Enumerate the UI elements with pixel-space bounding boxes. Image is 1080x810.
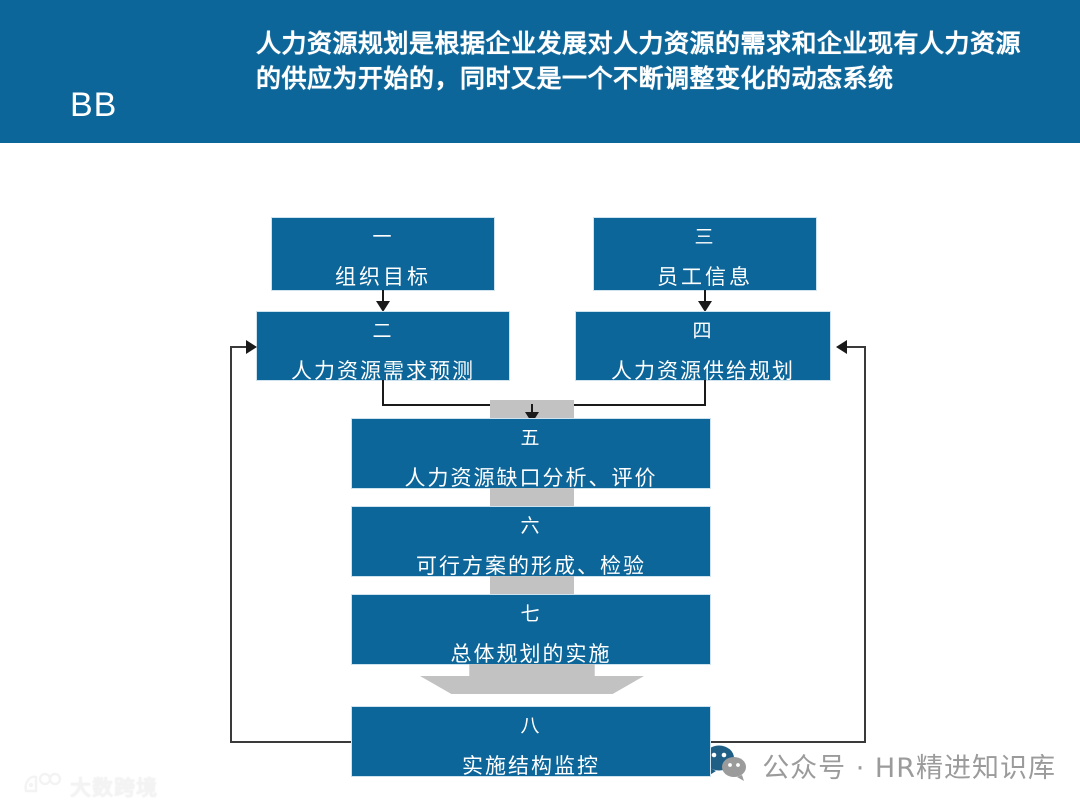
flow-node-6[interactable]: 六 可行方案的形成、检验 xyxy=(352,507,710,578)
connector-5-to-6 xyxy=(490,488,574,510)
flow-node-2[interactable]: 二 人力资源需求预测 xyxy=(257,312,509,383)
feedback-right-arrowhead xyxy=(836,340,847,354)
edge-merge-to-5-arrowhead xyxy=(525,412,539,423)
edge-3-4-line xyxy=(704,290,706,304)
flow-node-4[interactable]: 四 人力资源供给规划 xyxy=(576,312,830,383)
flow-node-4-number: 四 xyxy=(692,320,714,342)
flow-node-5-label: 人力资源缺口分析、评价 xyxy=(404,466,658,490)
flow-node-3-number: 三 xyxy=(694,226,716,248)
flow-node-7-label: 总体规划的实施 xyxy=(450,642,612,666)
edge-3-4-arrowhead xyxy=(698,301,712,312)
flow-node-1-label: 组织目标 xyxy=(335,265,431,289)
feedback-left-arrowhead xyxy=(246,340,257,354)
flow-node-5[interactable]: 五 人力资源缺口分析、评价 xyxy=(352,419,710,490)
flow-node-7-number: 七 xyxy=(520,603,542,625)
feedback-right-top-line xyxy=(846,346,866,348)
flow-node-5-number: 五 xyxy=(520,427,542,449)
header-band: BB 人力资源规划是根据企业发展对人力资源的需求和企业现有人力资源的供应为开始的… xyxy=(0,0,1080,143)
flow-node-4-label: 人力资源供给规划 xyxy=(611,359,795,383)
brand-logo: BB xyxy=(70,86,118,124)
feedback-right-vertical-line xyxy=(864,347,866,743)
hr-planning-flowchart: 一 组织目标 二 人力资源需求预测 三 员工信息 四 人力资源供给规划 五 人力… xyxy=(0,143,1080,810)
flow-node-6-number: 六 xyxy=(520,515,542,537)
flow-node-2-label: 人力资源需求预测 xyxy=(291,359,475,383)
watermark-right-text: 公众号 · HR精进知识库 xyxy=(762,753,1056,784)
watermark-left: 大数跨境 xyxy=(22,771,158,802)
daishu-logo-icon xyxy=(22,771,62,802)
page-title: 人力资源规划是根据企业发展对人力资源的需求和企业现有人力资源的供应为开始的，同时… xyxy=(256,29,1022,93)
flow-node-7[interactable]: 七 总体规划的实施 xyxy=(352,595,710,666)
feedback-left-bottom-line xyxy=(230,741,420,743)
flow-node-3[interactable]: 三 员工信息 xyxy=(594,218,816,290)
connector-7-to-8 xyxy=(420,664,644,694)
edge-1-2-arrowhead xyxy=(376,301,390,312)
watermark-left-text: 大数跨境 xyxy=(70,775,158,800)
watermark-right: 公众号 · HR精进知识库 xyxy=(702,743,1056,788)
flow-node-8-number: 八 xyxy=(520,715,542,737)
connector-6-to-7 xyxy=(490,576,574,598)
flow-node-6-label: 可行方案的形成、检验 xyxy=(416,554,646,578)
edge-merge-to-5-line xyxy=(531,404,533,416)
flow-node-3-label: 员工信息 xyxy=(657,265,753,289)
flow-node-8[interactable]: 八 实施结构监控 xyxy=(352,707,710,778)
flow-node-8-label: 实施结构监控 xyxy=(462,754,600,778)
feedback-left-vertical-line xyxy=(230,347,232,743)
flow-node-1-number: 一 xyxy=(372,226,394,248)
flow-node-1[interactable]: 一 组织目标 xyxy=(272,218,494,290)
edge-1-2-line xyxy=(382,290,384,304)
edge-4-merge-stem xyxy=(704,380,706,406)
feedback-right-bottom-line xyxy=(646,741,866,743)
edge-2-merge-stem xyxy=(382,380,384,406)
feedback-left-top-line xyxy=(230,346,248,348)
wechat-icon xyxy=(702,743,750,788)
flow-node-2-number: 二 xyxy=(372,320,394,342)
